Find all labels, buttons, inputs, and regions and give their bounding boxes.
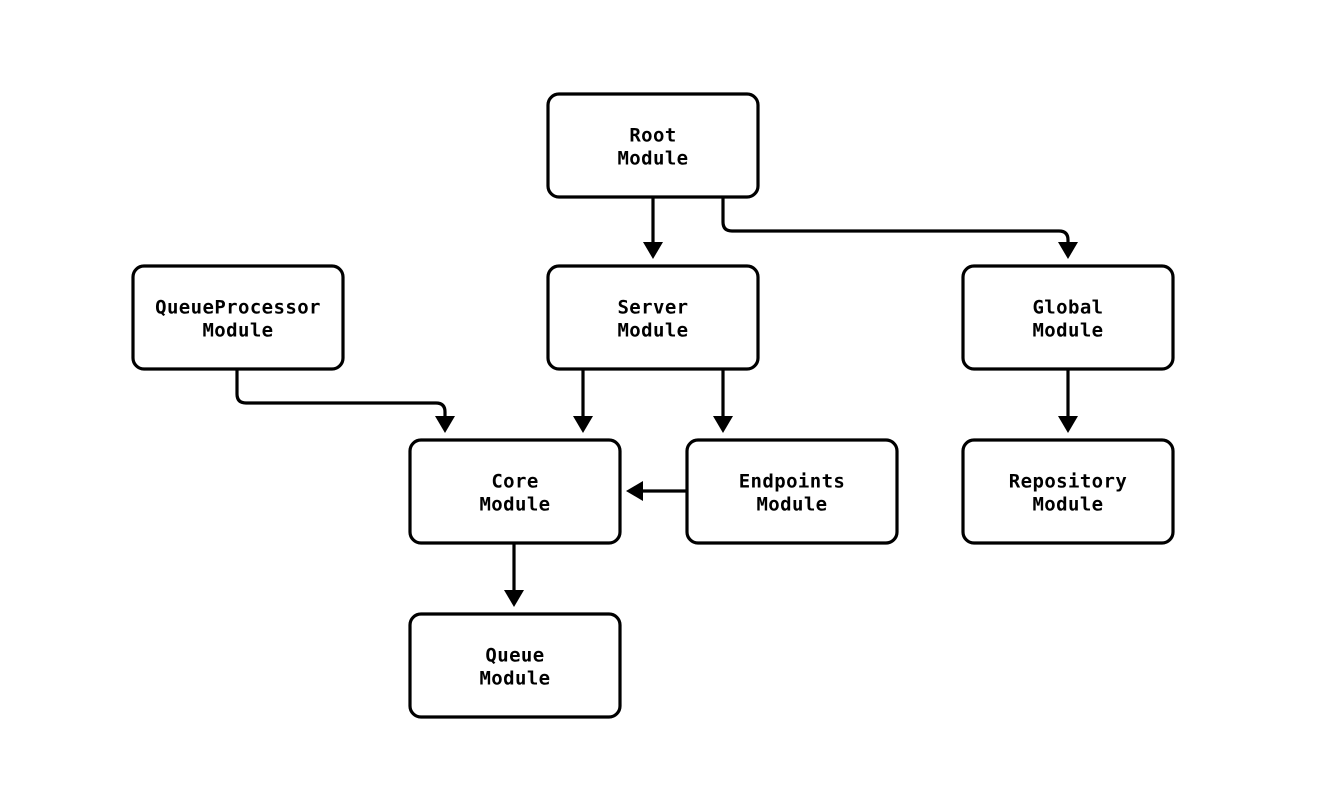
node-endpoints-module-box[interactable]	[685, 438, 899, 545]
edge-root-server	[643, 197, 663, 259]
edge-server-endpoints	[713, 369, 733, 433]
edge-layer	[235, 197, 1078, 607]
edge-queueprocessor-core-line	[235, 369, 447, 416]
node-queue-module-label-line1: Queue	[485, 645, 544, 667]
node-endpoints-module[interactable]: Endpoints Module	[685, 438, 899, 545]
node-core-module-label-line1: Core	[491, 471, 538, 493]
edge-core-queue	[504, 543, 524, 607]
node-queueprocessor-module-label-line1: QueueProcessor	[155, 297, 321, 319]
node-queue-module[interactable]: Queue Module	[408, 612, 622, 719]
edge-global-repository-arrowhead	[1058, 416, 1078, 433]
node-queue-module-label-line2: Module	[479, 668, 550, 690]
node-server-module-box[interactable]	[546, 264, 760, 371]
node-core-module-label-line2: Module	[479, 494, 550, 516]
node-repository-module-label-line1: Repository	[1009, 471, 1127, 493]
edge-queueprocessor-core	[235, 369, 455, 433]
node-global-module-label-line1: Global	[1032, 297, 1103, 319]
node-repository-module-box[interactable]	[961, 438, 1175, 545]
edge-root-global-line	[721, 197, 1070, 242]
node-queue-module-box[interactable]	[408, 612, 622, 719]
node-global-module-box[interactable]	[961, 264, 1175, 371]
node-root-module-label-line2: Module	[617, 148, 688, 170]
node-endpoints-module-label-line1: Endpoints	[739, 471, 846, 493]
node-global-module-label-line2: Module	[1032, 320, 1103, 342]
node-queueprocessor-module[interactable]: QueueProcessor Module	[131, 264, 345, 371]
node-repository-module[interactable]: Repository Module	[961, 438, 1175, 545]
node-endpoints-module-label-line2: Module	[756, 494, 827, 516]
edge-server-core	[573, 369, 593, 433]
edge-global-repository	[1058, 369, 1078, 433]
edge-server-core-arrowhead	[573, 416, 593, 433]
node-root-module-box[interactable]	[546, 92, 760, 199]
node-queueprocessor-module-box[interactable]	[131, 264, 345, 371]
node-server-module-label-line1: Server	[617, 297, 688, 319]
edge-root-global	[721, 197, 1078, 259]
edge-endpoints-core	[626, 481, 687, 501]
node-server-module-label-line2: Module	[617, 320, 688, 342]
edge-endpoints-core-arrowhead	[626, 481, 643, 501]
node-layer: Root Module QueueProcessor Module Server…	[131, 92, 1175, 719]
node-root-module-label-line1: Root	[629, 125, 676, 147]
edge-server-endpoints-arrowhead	[713, 416, 733, 433]
node-queueprocessor-module-label-line2: Module	[202, 320, 273, 342]
edge-queueprocessor-core-arrowhead	[435, 416, 455, 433]
edge-core-queue-arrowhead	[504, 590, 524, 607]
node-server-module[interactable]: Server Module	[546, 264, 760, 371]
edge-root-server-arrowhead	[643, 242, 663, 259]
node-core-module-box[interactable]	[408, 438, 622, 545]
node-global-module[interactable]: Global Module	[961, 264, 1175, 371]
node-core-module[interactable]: Core Module	[408, 438, 622, 545]
node-repository-module-label-line2: Module	[1032, 494, 1103, 516]
edge-root-global-arrowhead	[1058, 242, 1078, 259]
node-root-module[interactable]: Root Module	[546, 92, 760, 199]
